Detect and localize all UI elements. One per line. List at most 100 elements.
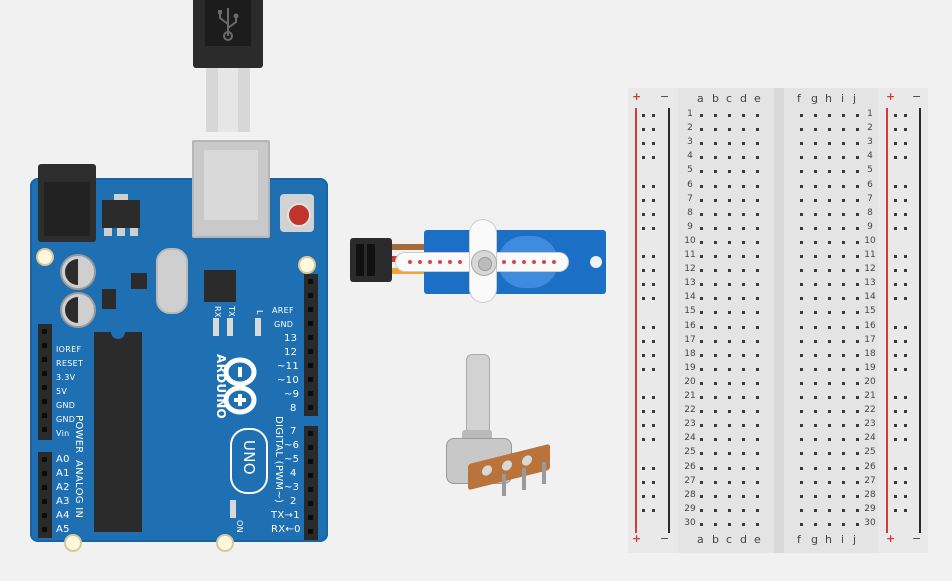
header-pin[interactable] bbox=[308, 363, 313, 368]
breadboard-hole[interactable] bbox=[842, 480, 845, 484]
breadboard-hole[interactable] bbox=[842, 269, 845, 273]
breadboard-hole[interactable] bbox=[700, 156, 703, 160]
rail-hole[interactable] bbox=[904, 367, 907, 371]
breadboard-hole[interactable] bbox=[700, 339, 703, 343]
rail-hole[interactable] bbox=[894, 283, 897, 287]
rail-hole[interactable] bbox=[642, 128, 645, 132]
breadboard-hole[interactable] bbox=[728, 339, 731, 343]
breadboard-hole[interactable] bbox=[728, 156, 731, 160]
rail-hole[interactable] bbox=[642, 255, 645, 258]
breadboard-hole[interactable] bbox=[856, 198, 859, 202]
rail-hole[interactable] bbox=[642, 142, 645, 146]
breadboard-hole[interactable] bbox=[756, 396, 759, 399]
breadboard-hole[interactable] bbox=[714, 494, 717, 498]
breadboard-hole[interactable] bbox=[700, 522, 703, 526]
header-pin[interactable] bbox=[42, 513, 47, 518]
header-pin[interactable] bbox=[42, 457, 47, 462]
rail-hole[interactable] bbox=[894, 325, 897, 329]
breadboard-hole[interactable] bbox=[814, 114, 817, 117]
rail-hole[interactable] bbox=[894, 226, 897, 230]
breadboard-hole[interactable] bbox=[756, 325, 759, 329]
breadboard-hole[interactable] bbox=[714, 226, 717, 230]
breadboard-hole[interactable] bbox=[814, 367, 817, 371]
breadboard-hole[interactable] bbox=[828, 438, 831, 442]
breadboard-hole[interactable] bbox=[828, 353, 831, 357]
breadboard-hole[interactable] bbox=[714, 438, 717, 442]
breadboard-hole[interactable] bbox=[742, 226, 745, 230]
breadboard-hole[interactable] bbox=[728, 226, 731, 230]
header-pin[interactable] bbox=[308, 293, 313, 298]
breadboard-hole[interactable] bbox=[742, 466, 745, 470]
potentiometer-pin[interactable] bbox=[502, 474, 506, 496]
rail-hole[interactable] bbox=[904, 198, 907, 202]
breadboard-hole[interactable] bbox=[856, 114, 859, 117]
breadboard-hole[interactable] bbox=[856, 255, 859, 258]
breadboard-hole[interactable] bbox=[756, 114, 759, 117]
breadboard-hole[interactable] bbox=[728, 283, 731, 287]
breadboard-hole[interactable] bbox=[842, 367, 845, 371]
breadboard-hole[interactable] bbox=[842, 339, 845, 343]
breadboard-hole[interactable] bbox=[756, 240, 759, 244]
rail-hole[interactable] bbox=[904, 212, 907, 216]
breadboard-hole[interactable] bbox=[714, 142, 717, 146]
rail-hole[interactable] bbox=[894, 114, 897, 117]
rail-hole[interactable] bbox=[642, 466, 645, 470]
breadboard-hole[interactable] bbox=[742, 297, 745, 301]
power-header[interactable] bbox=[38, 324, 52, 440]
breadboard-hole[interactable] bbox=[800, 184, 803, 188]
breadboard-hole[interactable] bbox=[814, 494, 817, 498]
breadboard-hole[interactable] bbox=[842, 226, 845, 230]
breadboard-hole[interactable] bbox=[728, 424, 731, 428]
breadboard-hole[interactable] bbox=[714, 508, 717, 512]
potentiometer-pin[interactable] bbox=[542, 462, 546, 484]
breadboard-hole[interactable] bbox=[800, 480, 803, 484]
breadboard-hole[interactable] bbox=[828, 184, 831, 188]
breadboard-hole[interactable] bbox=[800, 156, 803, 160]
rail-hole[interactable] bbox=[652, 184, 655, 188]
breadboard-hole[interactable] bbox=[756, 367, 759, 371]
rail-hole[interactable] bbox=[904, 142, 907, 146]
breadboard-hole[interactable] bbox=[814, 438, 817, 442]
breadboard-hole[interactable] bbox=[714, 283, 717, 287]
breadboard-hole[interactable] bbox=[842, 494, 845, 498]
breadboard-hole[interactable] bbox=[742, 198, 745, 202]
rail-hole[interactable] bbox=[652, 142, 655, 146]
breadboard-hole[interactable] bbox=[700, 255, 703, 258]
rail-hole[interactable] bbox=[904, 494, 907, 498]
breadboard-hole[interactable] bbox=[842, 184, 845, 188]
header-pin[interactable] bbox=[308, 349, 313, 354]
breadboard-hole[interactable] bbox=[714, 381, 717, 385]
breadboard-hole[interactable] bbox=[728, 311, 731, 315]
rail-hole[interactable] bbox=[642, 269, 645, 273]
rail-hole[interactable] bbox=[652, 339, 655, 343]
breadboard-hole[interactable] bbox=[828, 522, 831, 526]
header-pin[interactable] bbox=[42, 485, 47, 490]
rail-hole[interactable] bbox=[642, 226, 645, 230]
breadboard-hole[interactable] bbox=[828, 381, 831, 385]
rail-hole[interactable] bbox=[894, 424, 897, 428]
breadboard-hole[interactable] bbox=[828, 311, 831, 315]
breadboard-hole[interactable] bbox=[814, 480, 817, 484]
breadboard-hole[interactable] bbox=[756, 269, 759, 273]
breadboard-hole[interactable] bbox=[700, 480, 703, 484]
breadboard-hole[interactable] bbox=[714, 424, 717, 428]
breadboard-hole[interactable] bbox=[742, 283, 745, 287]
header-pin[interactable] bbox=[42, 427, 47, 432]
rail-hole[interactable] bbox=[904, 128, 907, 132]
rail-hole[interactable] bbox=[894, 255, 897, 258]
breadboard-hole[interactable] bbox=[842, 283, 845, 287]
breadboard-hole[interactable] bbox=[714, 353, 717, 357]
header-pin[interactable] bbox=[308, 405, 313, 410]
breadboard-hole[interactable] bbox=[828, 396, 831, 399]
rail-hole[interactable] bbox=[904, 410, 907, 414]
rail-hole[interactable] bbox=[652, 297, 655, 301]
breadboard-hole[interactable] bbox=[728, 142, 731, 146]
breadboard-hole[interactable] bbox=[842, 240, 845, 244]
breadboard-hole[interactable] bbox=[728, 508, 731, 512]
breadboard-hole[interactable] bbox=[714, 325, 717, 329]
breadboard-hole[interactable] bbox=[756, 452, 759, 456]
rail-hole[interactable] bbox=[652, 396, 655, 399]
breadboard-hole[interactable] bbox=[714, 410, 717, 414]
breadboard-hole[interactable] bbox=[756, 212, 759, 216]
breadboard-hole[interactable] bbox=[714, 255, 717, 258]
